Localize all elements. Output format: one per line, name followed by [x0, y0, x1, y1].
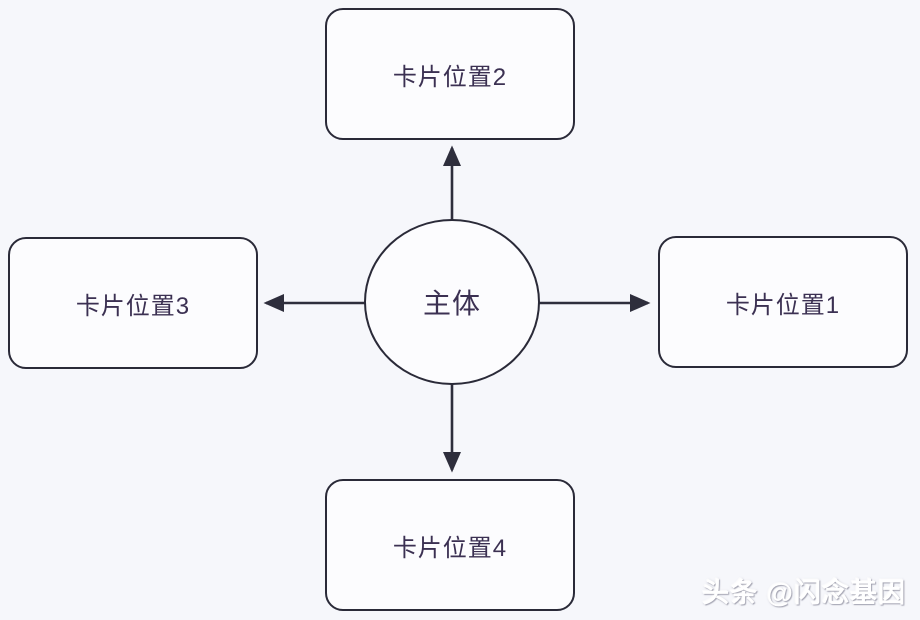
- center-node: 主体: [364, 219, 540, 385]
- card-position-3: 卡片位置3: [8, 237, 258, 369]
- card-label: 卡片位置3: [75, 292, 191, 320]
- watermark: 头条 @闪念基因: [702, 578, 906, 608]
- card-position-2: 卡片位置2: [325, 8, 575, 140]
- card-label: 卡片位置2: [392, 63, 508, 91]
- card-position-4: 卡片位置4: [325, 479, 575, 611]
- card-label: 卡片位置4: [392, 534, 508, 562]
- card-label: 卡片位置1: [725, 291, 841, 319]
- center-node-label: 主体: [422, 288, 481, 319]
- card-position-1: 卡片位置1: [658, 236, 908, 368]
